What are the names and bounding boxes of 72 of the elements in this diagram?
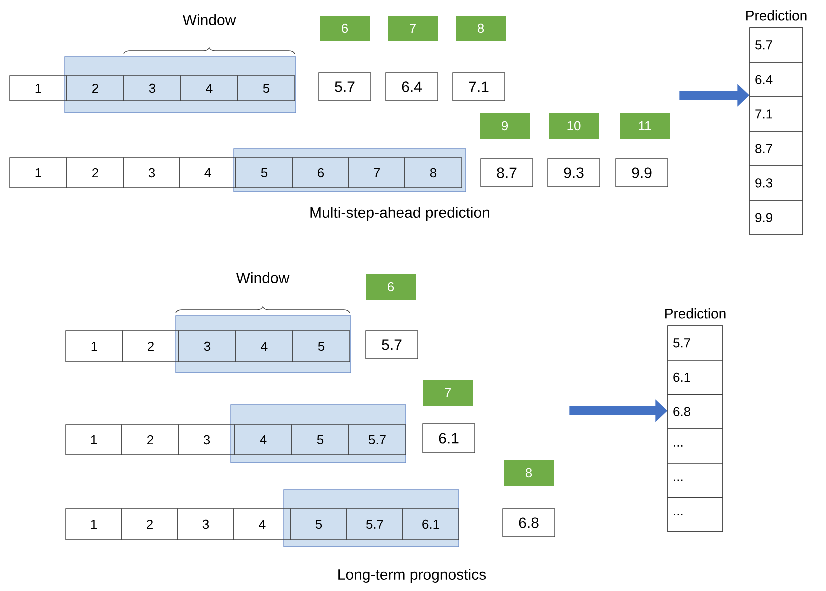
caption: Long-term prognostics xyxy=(338,569,486,583)
value-box: 9.3 xyxy=(548,158,600,188)
value-box: 7.1 xyxy=(452,72,506,102)
sequence-cell: 2 xyxy=(122,330,180,362)
sequence-cell: 3 xyxy=(124,158,180,188)
sequence-cell: 3 xyxy=(178,424,236,456)
sequence-cell: 1 xyxy=(10,158,68,188)
value-box: 5.7 xyxy=(318,72,372,102)
table-cell: 9.9 xyxy=(750,200,804,236)
sequence-cell: 4 xyxy=(180,76,238,102)
sequence-cell: 2 xyxy=(122,424,180,456)
sequence-cell: 4 xyxy=(234,424,292,456)
window-highlight xyxy=(230,404,406,464)
sequence-cell: 5 xyxy=(290,508,348,540)
sequence-cell: 4 xyxy=(180,158,236,188)
sequence-cell: 2 xyxy=(66,76,124,102)
sequence-cell: 3 xyxy=(124,76,182,102)
sequence-cell: 1 xyxy=(10,76,68,102)
sequence-cell: 2 xyxy=(66,158,124,188)
value-box: 5.7 xyxy=(366,330,418,360)
table-cell: 5.7 xyxy=(750,28,804,63)
sequence-cell: 1 xyxy=(66,424,122,456)
target-box: 7 xyxy=(423,380,473,406)
target-box: 8 xyxy=(504,460,554,486)
sequence-cell: 4 xyxy=(236,330,294,362)
value-box: 8.7 xyxy=(480,158,534,188)
target-box: 11 xyxy=(620,113,670,139)
sequence-cell: 1 xyxy=(66,330,124,362)
target-box: 6 xyxy=(366,274,416,300)
sequence-cell: 3 xyxy=(178,508,234,540)
table-cell: 6.4 xyxy=(750,62,804,98)
sequence-cell: 6 xyxy=(292,158,350,188)
target-box: 8 xyxy=(456,16,506,41)
sequence-cell: 5 xyxy=(238,76,296,102)
value-box: 6.8 xyxy=(502,508,556,538)
node-label: Prediction xyxy=(666,308,726,319)
value-box: 6.4 xyxy=(386,72,438,102)
sequence-cell: 5.7 xyxy=(348,424,406,456)
sequence-cell: 5 xyxy=(236,158,294,188)
target-box: 10 xyxy=(549,113,599,139)
table-cell: ... xyxy=(668,497,724,532)
window-highlight xyxy=(234,148,466,192)
table-cell: 8.7 xyxy=(750,131,804,166)
sequence-cell: 5.7 xyxy=(346,508,404,540)
target-box: 6 xyxy=(320,16,370,41)
sequence-cell: 5 xyxy=(292,330,350,362)
sequence-cell: 7 xyxy=(348,158,406,188)
window-highlight xyxy=(64,56,296,114)
sequence-cell: 4 xyxy=(234,508,292,540)
table-cell: ... xyxy=(668,428,724,464)
table-cell: 7.1 xyxy=(750,96,804,132)
table-cell: 6.8 xyxy=(668,394,724,430)
table-cell: ... xyxy=(668,463,724,498)
window-highlight xyxy=(284,490,460,548)
target-box: 7 xyxy=(388,16,438,41)
table-cell: 6.1 xyxy=(668,360,724,395)
value-box: 6.1 xyxy=(422,424,476,454)
table-cell: 9.3 xyxy=(750,166,804,201)
caption: Multi-step-ahead prediction xyxy=(310,207,490,221)
window-highlight xyxy=(176,316,352,374)
sequence-cell: 1 xyxy=(66,508,122,540)
node-label: Prediction xyxy=(746,10,807,21)
sequence-cell: 3 xyxy=(178,330,236,362)
sequence-cell: 5 xyxy=(292,424,350,456)
sequence-cell: 8 xyxy=(404,158,462,188)
value-box: 9.9 xyxy=(616,158,668,188)
window-label: Window xyxy=(236,272,290,284)
table-cell: 5.7 xyxy=(668,326,724,361)
sequence-cell: 6.1 xyxy=(402,508,460,540)
target-box: 9 xyxy=(480,113,530,139)
window-label: Window xyxy=(182,14,236,26)
sequence-cell: 2 xyxy=(122,508,178,540)
